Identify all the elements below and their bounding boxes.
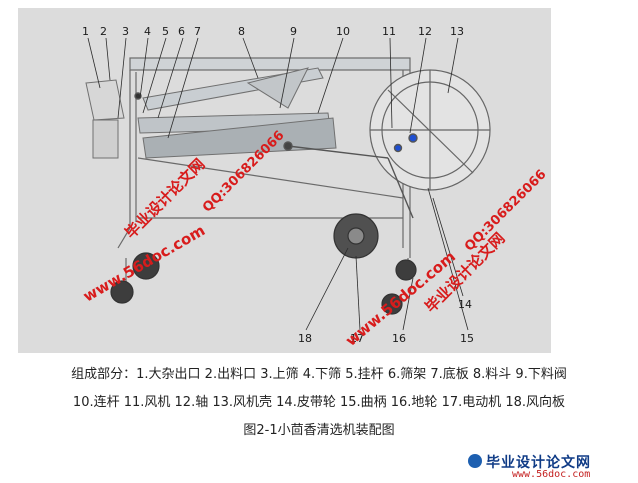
- part-label-11: 11: [382, 25, 396, 38]
- drawing-panel: 1 2 3 4 5 6 7 8 9 10 11 12 13 14 15 16 1…: [18, 8, 551, 353]
- part-label-3: 3: [122, 25, 129, 38]
- linkage: [134, 92, 418, 219]
- part-label-18: 18: [298, 332, 312, 345]
- part-label-8: 8: [238, 25, 245, 38]
- part-label-14: 14: [458, 298, 472, 311]
- fan-housing: [369, 69, 491, 191]
- part-label-7: 7: [194, 25, 201, 38]
- part-label-10: 10: [336, 25, 350, 38]
- wheels-and-motor: [110, 213, 417, 315]
- parts-list-line-2: 10.连杆 11.风机 12.轴 13.风机壳 14.皮带轮 15.曲柄 16.…: [72, 395, 566, 410]
- part-label-13: 13: [450, 25, 464, 38]
- figure-title: 图2-1小茴香清选机装配图: [243, 423, 395, 438]
- parts-list-line-1: 组成部分：1.大杂出口 2.出料口 3.上筛 4.下筛 5.挂杆 6.筛架 7.…: [71, 367, 567, 382]
- part-label-9: 9: [290, 25, 297, 38]
- machine-assembly-drawing: 1 2 3 4 5 6 7 8 9 10 11 12 13 14 15 16 1…: [82, 25, 491, 345]
- screens: [85, 67, 414, 159]
- logo-emblem-icon: [468, 454, 482, 468]
- leader-lines: [87, 37, 469, 331]
- footer-brand: 毕业设计论文网: [486, 455, 591, 471]
- part-label-4: 4: [144, 25, 151, 38]
- part-numbers: 1 2 3 4 5 6 7 8 9 10 11 12 13 14 15 16 1…: [82, 25, 474, 345]
- footer-url: www.56doc.com: [512, 469, 591, 480]
- part-label-1: 1: [82, 25, 89, 38]
- part-label-17: 17: [350, 332, 364, 345]
- part-label-12: 12: [418, 25, 432, 38]
- part-label-6: 6: [178, 25, 185, 38]
- part-label-16: 16: [392, 332, 406, 345]
- part-label-2: 2: [100, 25, 107, 38]
- footer-logo: 毕业设计论文网 www.56doc.com: [468, 452, 638, 483]
- part-label-15: 15: [460, 332, 474, 345]
- part-label-5: 5: [162, 25, 169, 38]
